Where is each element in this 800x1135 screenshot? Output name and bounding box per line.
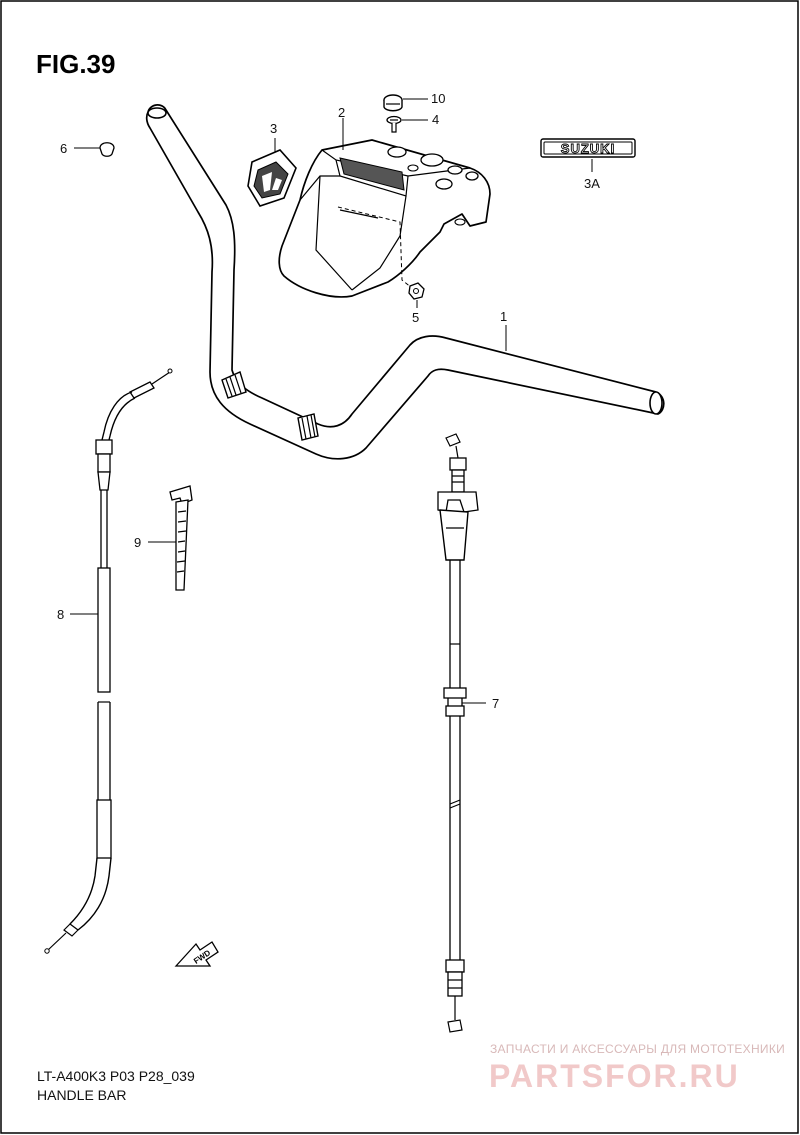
callout-3: 3 bbox=[270, 121, 277, 136]
assembly-line-5 bbox=[337, 206, 413, 289]
figure-title: FIG.39 bbox=[36, 49, 115, 79]
watermark-brand: PARTSFOR.RU bbox=[489, 1058, 740, 1094]
callout-7: 7 bbox=[492, 696, 499, 711]
callout-4: 4 bbox=[432, 112, 439, 127]
clamp-part bbox=[169, 485, 193, 591]
suzuki-emblem-text: SUZUKI bbox=[561, 141, 615, 156]
nut-part bbox=[408, 282, 425, 300]
suzuki-emblem-part: SUZUKI bbox=[540, 138, 636, 158]
cap-part bbox=[99, 142, 115, 157]
model-code: LT-A400K3 P03 P28_039 bbox=[37, 1068, 195, 1084]
handlebar-tube bbox=[145, 104, 665, 460]
cover-slot bbox=[339, 157, 405, 191]
callout-3a: 3A bbox=[584, 176, 600, 191]
callout-6: 6 bbox=[60, 141, 67, 156]
throttle-cable-part bbox=[437, 433, 479, 1033]
plug-part bbox=[383, 94, 403, 112]
callout-5: 5 bbox=[412, 310, 419, 325]
screw-part bbox=[386, 115, 402, 133]
callout-10: 10 bbox=[431, 91, 445, 106]
emblem-part bbox=[247, 149, 297, 207]
callout-8: 8 bbox=[57, 607, 64, 622]
handlebar-top-end bbox=[147, 107, 167, 119]
handlebar-part bbox=[145, 104, 665, 460]
handlebar-end bbox=[649, 391, 663, 415]
watermark-tagline: ЗАПЧАСТИ И АКСЕССУАРЫ ДЛЯ МОТОТЕХНИКИ bbox=[490, 1042, 785, 1056]
callout-9: 9 bbox=[134, 535, 141, 550]
callout-1: 1 bbox=[500, 309, 507, 324]
callout-2: 2 bbox=[338, 105, 345, 120]
handlebar-cover-part bbox=[278, 139, 491, 298]
cover-hole bbox=[387, 146, 407, 158]
section-name: HANDLE BAR bbox=[37, 1087, 126, 1103]
brake-cable-part bbox=[44, 368, 173, 954]
fwd-direction-arrow: FWD bbox=[174, 941, 219, 967]
